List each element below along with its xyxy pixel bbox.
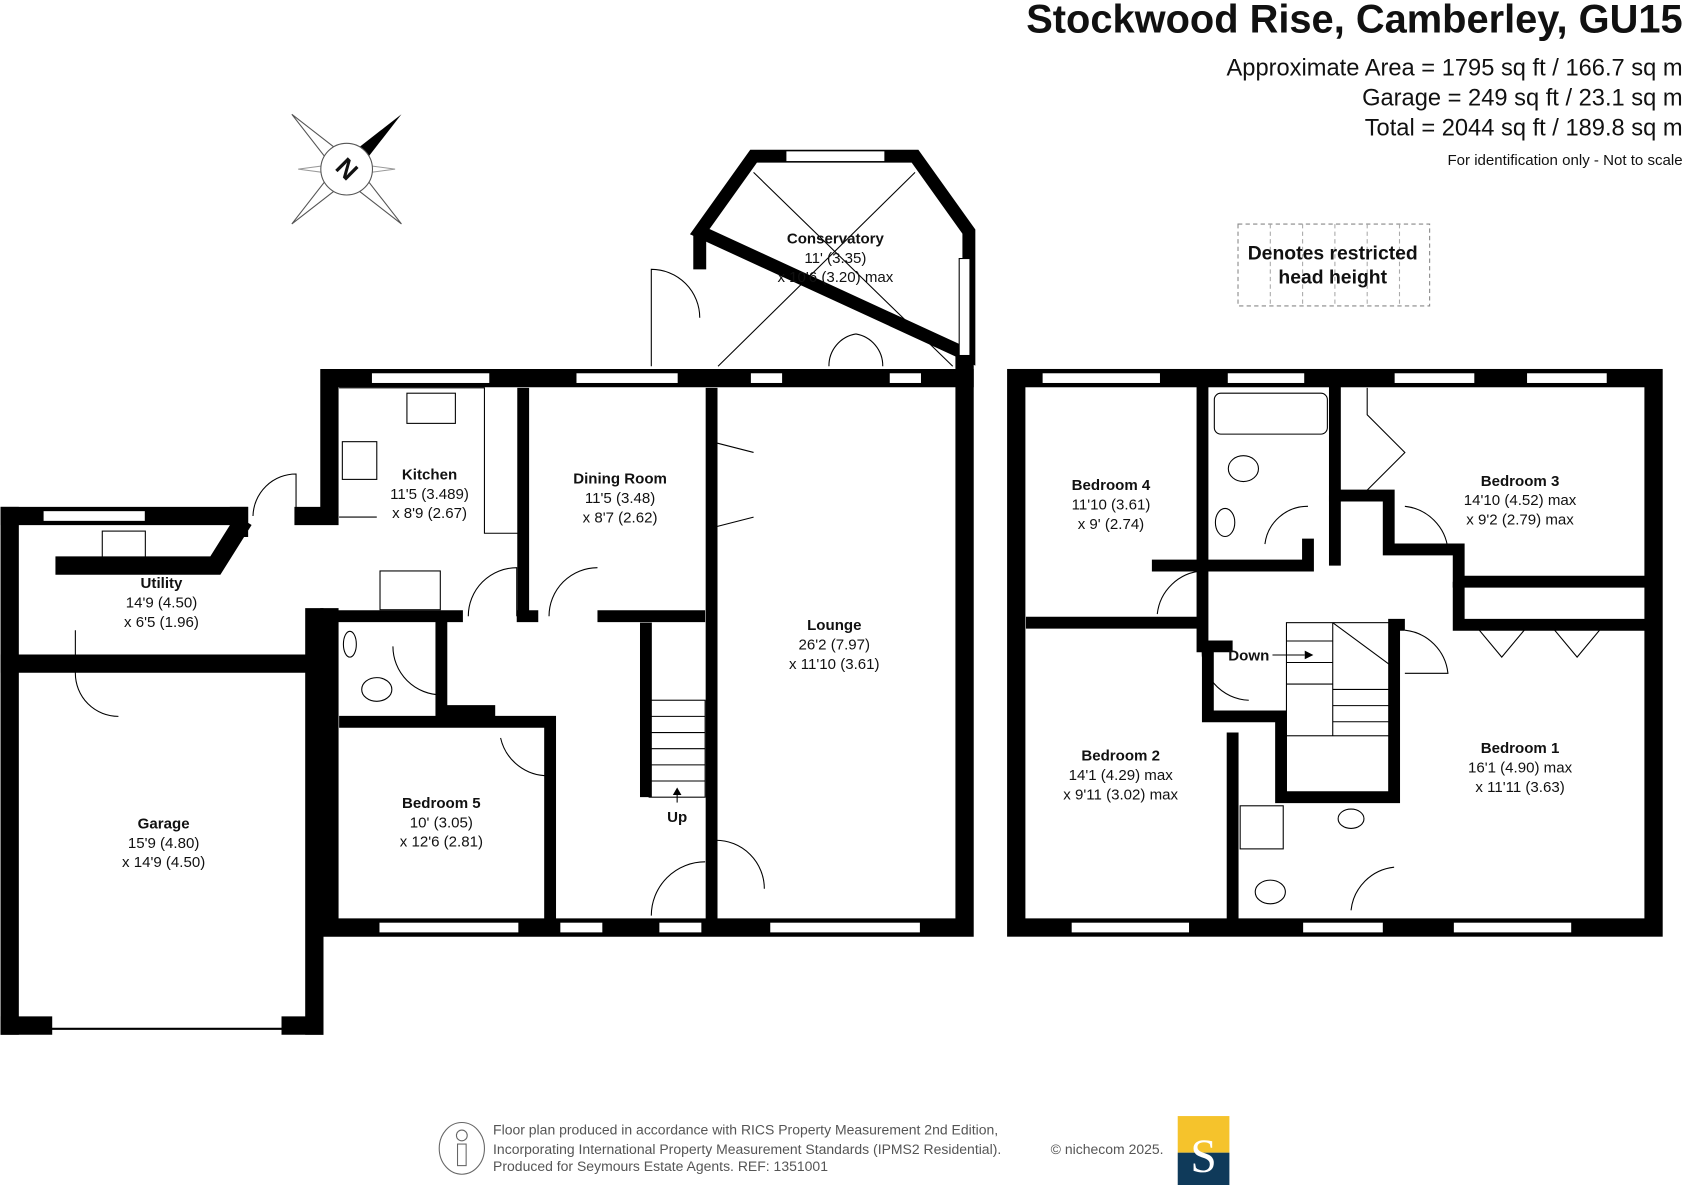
svg-text:10' (3.05): 10' (3.05) [410, 814, 473, 831]
svg-text:Bedroom 4: Bedroom 4 [1072, 477, 1151, 494]
svg-text:x 9' (2.74): x 9' (2.74) [1078, 516, 1144, 533]
svg-text:11'5 (3.48): 11'5 (3.48) [585, 490, 655, 507]
footer: Floor plan produced in accordance with R… [438, 1116, 1230, 1185]
svg-text:x 8'7 (2.62): x 8'7 (2.62) [583, 509, 658, 526]
svg-text:Incorporating International Pr: Incorporating International Property Mea… [493, 1141, 1001, 1157]
svg-text:Produced for Seymours Estate A: Produced for Seymours Estate Agents. REF… [493, 1158, 828, 1174]
hob-icon [341, 441, 378, 480]
svg-text:Kitchen: Kitchen [402, 466, 457, 483]
svg-text:© nichecom 2025.: © nichecom 2025. [1051, 1141, 1164, 1157]
room-bedroom-1: Bedroom 1 16'1 (4.90) max x 11'11 (3.63) [1468, 740, 1573, 796]
svg-text:x 9'11 (3.02) max: x 9'11 (3.02) max [1063, 786, 1178, 803]
svg-text:11'5 (3.489): 11'5 (3.489) [390, 486, 469, 503]
room-lounge: Lounge 26'2 (7.97) x 11'10 (3.61) [789, 617, 879, 673]
svg-text:Bedroom 2: Bedroom 2 [1081, 748, 1160, 765]
svg-text:x 11'10 (3.61): x 11'10 (3.61) [789, 656, 879, 673]
room-utility: Utility 14'9 (4.50) x 6'5 (1.96) [124, 575, 199, 631]
disclaimer: For identification only - Not to scale [1447, 152, 1682, 169]
stairs-up-label: Up [667, 809, 687, 826]
svg-text:Bedroom 3: Bedroom 3 [1481, 473, 1560, 490]
seymours-logo: S [1177, 1116, 1230, 1185]
svg-text:head height: head height [1278, 266, 1387, 288]
room-bedroom-3: Bedroom 3 14'10 (4.52) max x 9'2 (2.79) … [1464, 473, 1577, 529]
svg-text:x 14'9 (4.50): x 14'9 (4.50) [122, 854, 205, 871]
plan-title: Stockwood Rise, Camberley, GU15 [1026, 0, 1682, 41]
svg-text:Floor plan produced in accorda: Floor plan produced in accordance with R… [493, 1121, 998, 1137]
sink-icon [101, 530, 146, 564]
room-conservatory: Conservatory 11' (3.35) x 10'6 (3.20) ma… [777, 230, 893, 286]
toilet-icon [1254, 879, 1286, 905]
svg-text:Conservatory: Conservatory [787, 230, 885, 247]
area-garage: Garage = 249 sq ft / 23.1 sq m [1362, 86, 1683, 112]
svg-text:14'9 (4.50): 14'9 (4.50) [126, 595, 198, 612]
svg-text:Lounge: Lounge [807, 617, 861, 634]
room-dining-room: Dining Room 11'5 (3.48) x 8'7 (2.62) [573, 471, 667, 527]
room-bedroom-2: Bedroom 2 14'1 (4.29) max x 9'11 (3.02) … [1063, 748, 1178, 804]
room-garage: Garage 15'9 (4.80) x 14'9 (4.50) [122, 815, 205, 871]
svg-text:Denotes restricted: Denotes restricted [1248, 243, 1418, 265]
first-floor-plan [1007, 368, 1663, 937]
room-kitchen: Kitchen 11'5 (3.489) x 8'9 (2.67) [390, 466, 469, 522]
svg-text:Bedroom 5: Bedroom 5 [402, 795, 481, 812]
svg-text:15'9 (4.80): 15'9 (4.80) [128, 835, 200, 852]
ground-stairs [648, 699, 706, 803]
svg-text:x 11'11 (3.63): x 11'11 (3.63) [1475, 779, 1564, 796]
shower-icon [1239, 805, 1284, 850]
svg-text:x 12'6 (2.81): x 12'6 (2.81) [400, 834, 483, 851]
compass-icon: N [291, 113, 402, 225]
area-approx: Approximate Area = 1795 sq ft / 166.7 sq… [1227, 55, 1683, 81]
room-bedroom-5: Bedroom 5 10' (3.05) x 12'6 (2.81) [400, 795, 483, 851]
room-bedroom-4: Bedroom 4 11'10 (3.61) x 9' (2.74) [1072, 477, 1151, 533]
svg-text:x 8'9 (2.67): x 8'9 (2.67) [392, 505, 467, 522]
svg-text:26'2 (7.97): 26'2 (7.97) [799, 637, 871, 654]
basin-icon [342, 630, 357, 658]
info-person-icon [438, 1121, 485, 1175]
basin-icon [1337, 808, 1365, 829]
svg-text:Bedroom 1: Bedroom 1 [1481, 740, 1560, 757]
bath-icon [1213, 392, 1328, 435]
svg-text:x 6'5 (1.96): x 6'5 (1.96) [124, 614, 199, 631]
svg-text:14'10 (4.52) max: 14'10 (4.52) max [1464, 492, 1577, 509]
toilet-icon [1227, 455, 1260, 483]
stairs-down-label: Down [1228, 647, 1269, 664]
restricted-height-legend: Denotes restricted head height [1237, 223, 1431, 307]
svg-text:x 10'6 (3.20) max: x 10'6 (3.20) max [777, 269, 893, 286]
first-floor-stairs [1272, 622, 1395, 737]
toilet-icon [361, 677, 393, 702]
svg-text:Garage: Garage [138, 815, 190, 832]
svg-text:11' (3.35): 11' (3.35) [804, 250, 866, 267]
svg-text:16'1 (4.90) max: 16'1 (4.90) max [1468, 759, 1573, 776]
ground-floor-plan [0, 149, 976, 1035]
svg-text:11'10 (3.61): 11'10 (3.61) [1072, 497, 1151, 514]
basin-icon [1214, 507, 1236, 538]
svg-text:Utility: Utility [141, 575, 183, 592]
svg-text:Dining Room: Dining Room [573, 471, 667, 488]
svg-text:x 9'2 (2.79) max: x 9'2 (2.79) max [1466, 512, 1574, 529]
area-total: Total = 2044 sq ft / 189.8 sq m [1365, 116, 1683, 142]
svg-text:S: S [1190, 1131, 1216, 1183]
svg-text:14'1 (4.29) max: 14'1 (4.29) max [1069, 767, 1174, 784]
sink-icon [406, 392, 456, 424]
